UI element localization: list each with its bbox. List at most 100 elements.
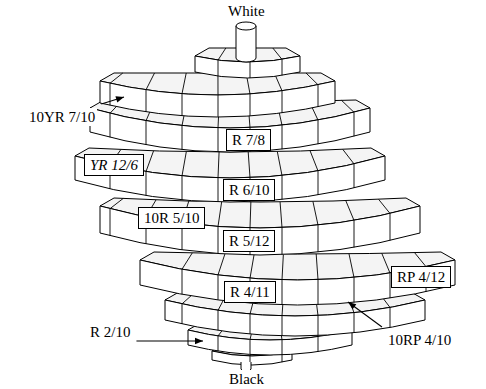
block-edge	[250, 62, 251, 78]
block-edge	[146, 121, 147, 145]
block-edge	[346, 201, 354, 221]
solid-tier	[100, 198, 420, 255]
block-edge	[318, 120, 319, 144]
leader-arrowhead	[348, 302, 356, 309]
munsell-notation: YR 12/6	[90, 157, 138, 173]
leader-arrowhead	[115, 96, 124, 102]
block-edge	[354, 164, 355, 188]
solid-tier	[100, 73, 335, 117]
block-edge	[110, 209, 111, 236]
block-edge	[182, 126, 183, 150]
color-chip-box: R 6/10	[223, 179, 275, 201]
munsell-notation: R 4/11	[230, 284, 270, 300]
block-edge	[318, 315, 319, 335]
tier-front-face	[100, 81, 335, 117]
block-edge	[110, 73, 123, 83]
block-edge	[218, 275, 219, 300]
block-edge	[390, 213, 391, 240]
block-edge	[110, 113, 111, 137]
block-edge	[110, 198, 123, 208]
block-edge	[218, 128, 219, 152]
block-edge	[318, 337, 319, 352]
color-chip-box: YR 12/6	[84, 154, 144, 176]
tier-front-face	[75, 156, 385, 202]
color-chip-box: R 7/8	[226, 129, 271, 151]
block-edge	[250, 94, 251, 116]
block-edge	[146, 172, 147, 196]
block-edge	[313, 201, 318, 225]
pole-body	[236, 26, 256, 62]
munsell-notation: R 6/10	[229, 182, 269, 198]
callout-notation: R 2/10	[88, 323, 132, 341]
pole-end-label: Black	[227, 370, 266, 388]
block-edge	[218, 152, 219, 178]
color-chip-box: RP 4/12	[391, 266, 451, 288]
block-edge	[218, 48, 226, 60]
block-edge	[382, 253, 390, 273]
block-edge	[250, 314, 251, 334]
block-edge	[349, 254, 354, 278]
block-edge	[218, 60, 219, 76]
block-edge	[354, 313, 355, 333]
block-edge	[282, 59, 283, 75]
block-edge	[182, 176, 183, 200]
block-edge	[146, 73, 155, 90]
block-edge	[318, 225, 319, 252]
color-chip-box: R 4/11	[224, 281, 276, 303]
block-edge	[282, 254, 283, 280]
block-edge	[318, 280, 319, 305]
block-edge	[218, 336, 219, 351]
block-edge	[218, 95, 219, 117]
block-edge	[250, 202, 252, 228]
block-edge	[282, 228, 283, 255]
munsell-notation: R 7/8	[232, 132, 265, 148]
block-edge	[354, 220, 355, 247]
block-edge	[146, 151, 154, 172]
leader-line	[101, 97, 124, 104]
block-edge	[218, 178, 219, 202]
block-edge	[354, 277, 355, 302]
solid-tier	[140, 252, 455, 305]
block-edge	[182, 152, 186, 176]
block-edge	[182, 269, 183, 294]
block-edge	[318, 171, 319, 195]
leader-arrowhead	[195, 338, 203, 344]
block-edge	[282, 316, 283, 336]
pole-top	[236, 22, 256, 30]
block-edge	[282, 280, 283, 305]
block-edge	[277, 152, 282, 176]
block-edge	[182, 253, 192, 269]
block-edge	[218, 226, 219, 253]
block-edge	[354, 112, 355, 136]
block-edge	[282, 340, 283, 355]
tier-front-face	[100, 206, 420, 255]
block-edge	[250, 339, 251, 354]
block-edge	[282, 91, 283, 113]
block-edge	[390, 307, 391, 327]
block-edge	[250, 254, 254, 278]
tier-front-face	[140, 260, 455, 305]
color-chip-box: R 5/12	[223, 230, 275, 252]
pole-end-label: White	[226, 2, 267, 20]
munsell-notation: R 5/12	[229, 233, 269, 249]
color-chip-box: 10R 5/10	[138, 207, 205, 229]
munsell-notation: RP 4/12	[397, 269, 445, 285]
block-edge	[379, 199, 390, 213]
callout-notation: 10RP 4/10	[386, 331, 453, 349]
block-edge	[248, 152, 250, 178]
block-edge	[282, 125, 283, 149]
block-edge	[343, 149, 354, 163]
munsell-notation: 10R 5/10	[144, 210, 199, 226]
block-edge	[218, 310, 219, 330]
leader-line	[348, 302, 382, 327]
block-edge	[310, 151, 318, 171]
block-edge	[316, 254, 318, 280]
block-edge	[218, 253, 225, 274]
block-edge	[280, 202, 282, 228]
leader-line	[136, 340, 203, 341]
block-edge	[182, 94, 183, 116]
block-edge	[182, 73, 186, 94]
block-edge	[218, 202, 222, 227]
block-edge	[182, 304, 183, 324]
callout-notation: 10YR 7/10	[27, 108, 97, 126]
